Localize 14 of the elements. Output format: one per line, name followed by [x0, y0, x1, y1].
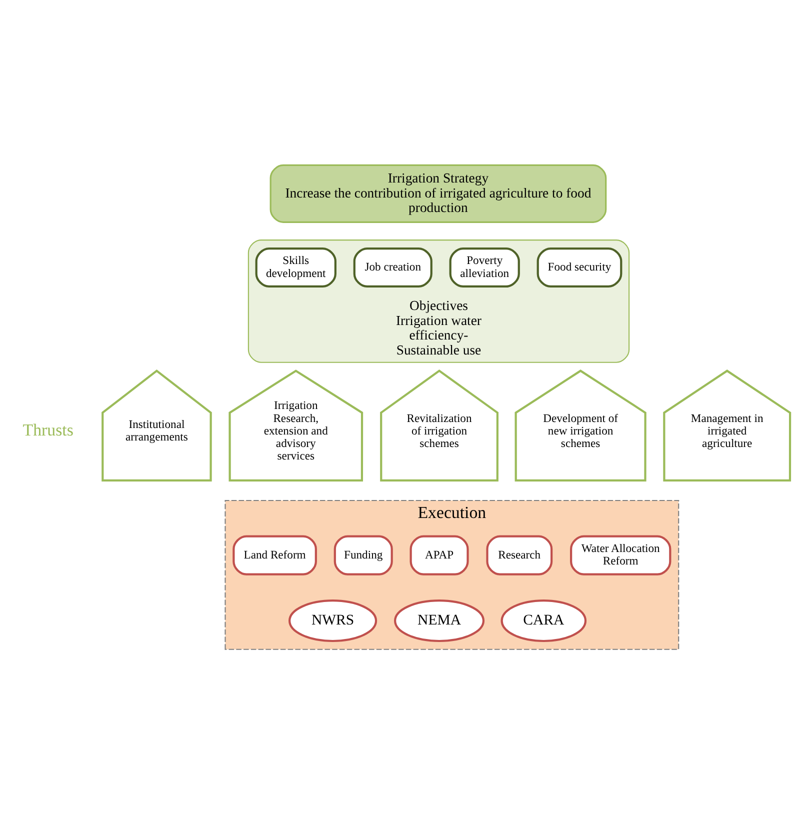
- node-ellipse: NWRS: [288, 600, 378, 642]
- node-ellipse: NEMA: [394, 600, 485, 642]
- node-box: Job creation: [353, 247, 432, 288]
- node-box: Water Allocation Reform: [570, 535, 672, 576]
- node-box: Food security: [536, 247, 622, 288]
- node-box: Irrigation Strategy Increase the contribution of irrigated agriculture to food production: [270, 164, 607, 223]
- node-box: APAP: [410, 535, 469, 576]
- label: Thrusts: [22, 420, 74, 440]
- node-ellipse: CARA: [500, 600, 587, 642]
- node-box: Research: [486, 535, 553, 576]
- node-box: Skills development: [255, 247, 336, 288]
- node-box: Land Reform: [232, 535, 317, 576]
- node-box: Poverty alleviation: [449, 247, 520, 288]
- node-box: Funding: [334, 535, 393, 576]
